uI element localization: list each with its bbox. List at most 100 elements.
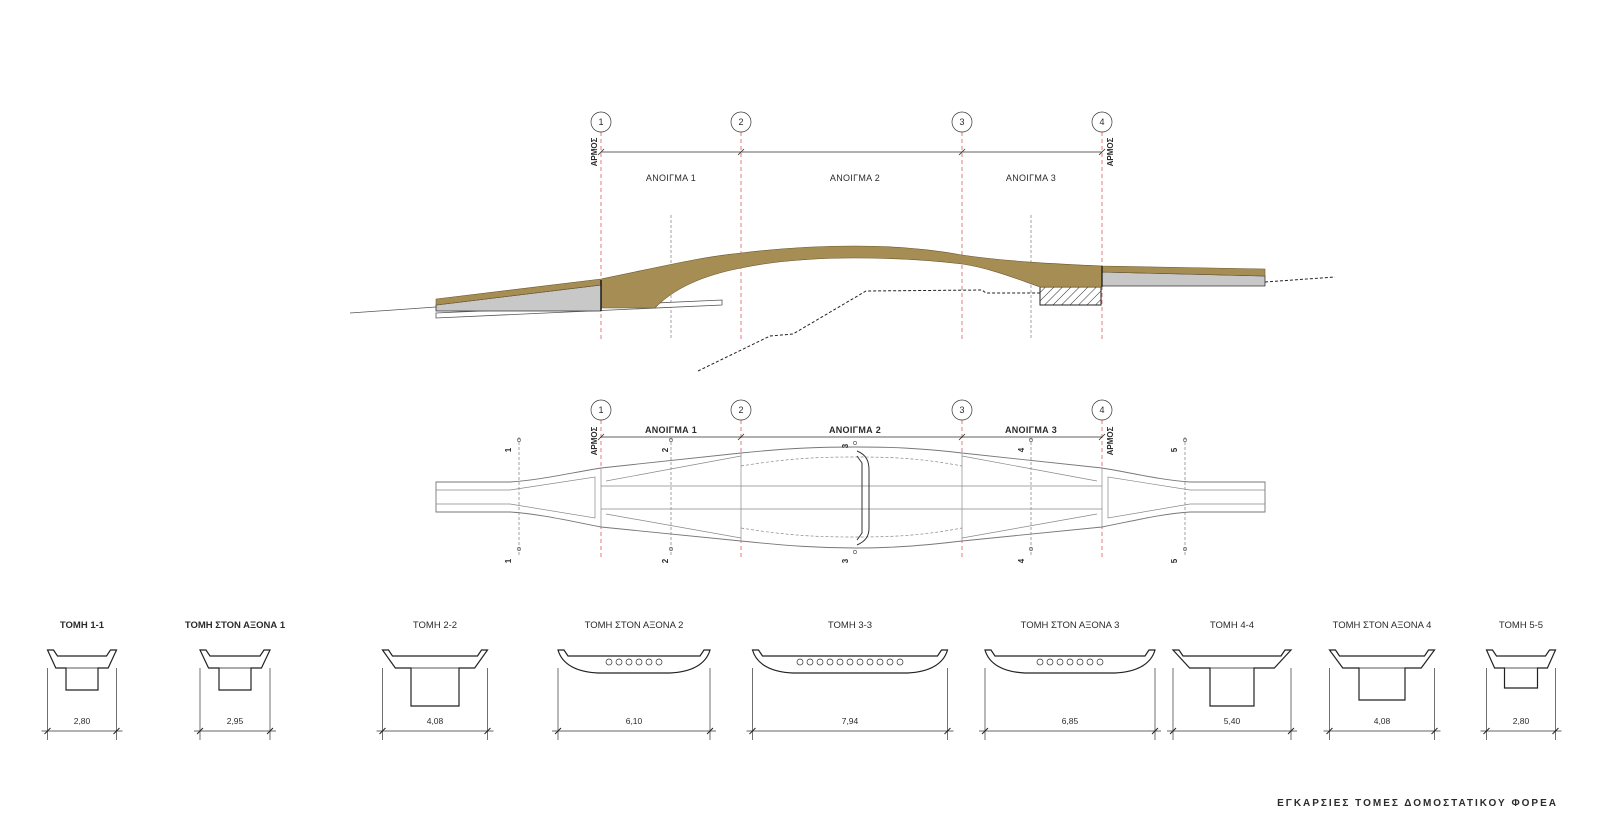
cross-section-3: ΤΟΜΗ 2-24,08	[376, 620, 494, 740]
cross-section-2: ΤΟΜΗ ΣΤΟΝ ΑΞΟΝΑ 1 2,95	[185, 620, 286, 740]
section-title: ΤΟΜΗ ΣΤΟΝ ΑΞΟΝΑ 2	[585, 620, 684, 631]
void-hole	[615, 658, 623, 666]
section-profile	[1171, 649, 1293, 707]
joint-label-right: ΑΡΜΟΣ	[1106, 137, 1115, 166]
cut-end-dot	[517, 438, 521, 442]
section-profile	[557, 649, 711, 674]
elevation-axis-lines	[600, 132, 1103, 340]
section-cut-4: 4 4	[1017, 437, 1033, 563]
section-title: ΤΟΜΗ 5-5	[1499, 620, 1543, 631]
cross-section-4: ΤΟΜΗ ΣΤΟΝ ΑΞΟΝΑ 26,10	[552, 620, 716, 740]
plan-axis-bubble-4: 4	[1091, 399, 1113, 421]
terrain-profile-right	[1264, 276, 1336, 283]
section-title: ΤΟΜΗ ΣΤΟΝ ΑΞΟΝΑ 1	[185, 620, 286, 631]
joint-label-left: ΑΡΜΟΣ	[590, 426, 599, 455]
dimension-tick	[1287, 727, 1295, 735]
section-cut-5: 5 5	[1170, 437, 1187, 563]
dimension-tick	[1483, 727, 1490, 735]
cut-end-dot	[1029, 547, 1033, 551]
plan-view: 1 2 3 4 ΑΡΜΟΣ ΑΡΜΟΣ ΑΝΟΙΓΜΑ 1 ΑΝΟΙΓΜΑ 2 …	[435, 399, 1266, 563]
elevation-axis-bubble-1: 1	[590, 111, 612, 133]
section-dimension: 2,80	[41, 668, 123, 740]
void-hole	[625, 658, 633, 666]
elevation-view: 1 2 3 4 ΑΡΜΟΣ ΑΡΜΟΣ ΑΝΟΙΓΜΑ 1 ΑΝΟΙΓΜΑ 2 …	[349, 111, 1336, 372]
approach-wedge-plan-right	[1107, 476, 1191, 519]
section-profile	[1328, 649, 1436, 701]
joint-label-left: ΑΡΜΟΣ	[590, 137, 599, 166]
cross-section-1: ΤΟΜΗ 1-1 2,80	[41, 620, 123, 740]
approach-inner-right	[1190, 489, 1265, 505]
haunch-wedge-3	[961, 455, 1098, 539]
void-hole	[1046, 658, 1054, 666]
plan-dimension-line	[597, 433, 1106, 441]
cross-sections-row: ΤΟΜΗ 1-1 2,80 ΤΟΜΗ ΣΤΟΝ ΑΞΟΝΑ 1 2,95 ΤΟΜΗ 2-…	[41, 620, 1562, 740]
dimension-tick	[113, 727, 120, 735]
section-dimension: 6,85	[979, 668, 1161, 740]
void-hole	[896, 658, 904, 666]
void-hole	[1076, 658, 1084, 666]
bracket-inner	[856, 455, 863, 541]
dimension-tick	[1326, 727, 1333, 735]
cross-section-6: ΤΟΜΗ ΣΤΟΝ ΑΞΟΝΑ 36,85	[979, 620, 1161, 740]
cut-number-top: 4	[1017, 447, 1026, 452]
section-width-value: 2,80	[74, 716, 91, 726]
dimension-tick	[1552, 727, 1559, 735]
abutment-block	[1039, 286, 1102, 306]
section-dimension: 4,08	[1323, 668, 1441, 740]
axis-bubble	[590, 111, 612, 133]
dimension-tick	[958, 433, 966, 441]
section-cut-3: 3 3	[841, 441, 857, 563]
dimension-tick	[484, 727, 491, 735]
cut-end-dot	[1183, 547, 1187, 551]
span-label-2: ΑΝΟΙΓΜΑ 2	[830, 173, 880, 183]
haunch-wedge-1	[605, 455, 742, 539]
cut-number-bottom: 2	[661, 558, 670, 563]
elevation-dimension-line	[597, 148, 1106, 156]
section-title: ΤΟΜΗ 4-4	[1210, 620, 1254, 631]
section-dimension: 2,80	[1480, 668, 1562, 740]
cut-end-dot	[669, 547, 673, 551]
span-label-3: ΑΝΟΙΓΜΑ 3	[1005, 425, 1057, 435]
section-title: ΤΟΜΗ 3-3	[828, 620, 872, 631]
cross-section-9: ΤΟΜΗ 5-5 2,80	[1480, 620, 1562, 740]
section-title: ΤΟΜΗ 1-1	[60, 620, 105, 631]
void-hole	[856, 658, 864, 666]
axis-number: 4	[1099, 117, 1104, 127]
section-profile	[46, 649, 118, 691]
dimension-tick	[749, 727, 756, 735]
cut-number-bottom: 3	[841, 558, 850, 563]
void-hole	[826, 658, 834, 666]
axis-number: 4	[1099, 405, 1104, 415]
axis-bubble	[1091, 399, 1113, 421]
section-width-value: 5,40	[1224, 716, 1241, 726]
section-cut-3-bracket	[856, 450, 870, 546]
section-profile	[381, 649, 489, 707]
void-hole	[655, 658, 663, 666]
span-label-2: ΑΝΟΙΓΜΑ 2	[829, 425, 881, 435]
section-width-value: 4,08	[1374, 716, 1391, 726]
cut-end-dot	[853, 441, 857, 445]
dimension-tick	[944, 727, 951, 735]
void-hole	[1066, 658, 1074, 666]
cross-section-8: ΤΟΜΗ ΣΤΟΝ ΑΞΟΝΑ 44,08	[1323, 620, 1441, 740]
cut-end-dot	[853, 550, 857, 554]
terrain-profile	[697, 289, 1040, 372]
void-hole	[816, 658, 824, 666]
section-cut-1: 1 1	[504, 437, 521, 563]
void-outline-dashed	[740, 456, 963, 538]
axis-bubble	[951, 111, 973, 133]
section-width-value: 2,80	[1513, 716, 1530, 726]
section-title: ΤΟΜΗ 2-2	[413, 620, 457, 631]
span-label-3: ΑΝΟΙΓΜΑ 3	[1006, 173, 1056, 183]
axis-number: 3	[959, 117, 964, 127]
approach-wedge-plan-left	[509, 476, 596, 519]
section-dimension: 2,95	[194, 668, 276, 740]
elevation-axis-bubble-3: 3	[951, 111, 973, 133]
dimension-tick	[1098, 148, 1106, 156]
axis-bubble	[730, 399, 752, 421]
cut-number-bottom: 1	[504, 558, 513, 563]
void-hole	[1056, 658, 1064, 666]
dimension-tick	[597, 433, 605, 441]
axis-number: 1	[598, 405, 603, 415]
axis-bubble	[590, 399, 612, 421]
